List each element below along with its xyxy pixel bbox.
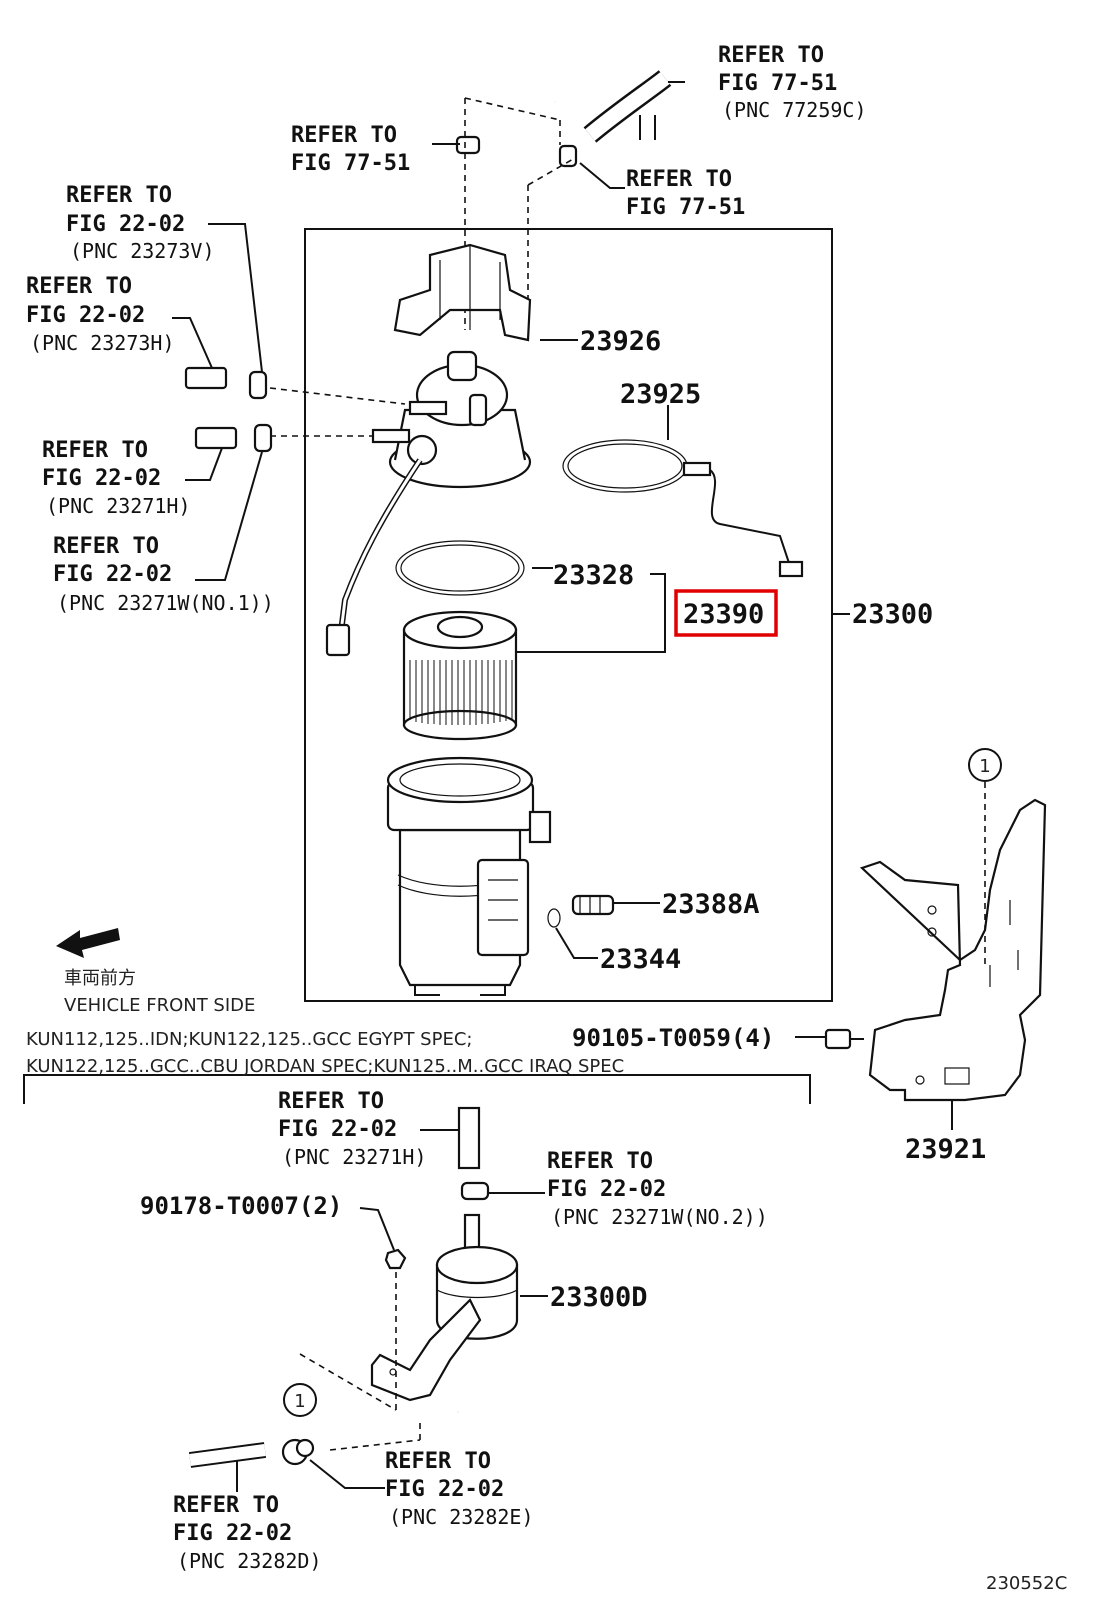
- filter-cover-23926-icon: [393, 243, 532, 342]
- svg-text:(PNC 23282E): (PNC 23282E): [389, 1505, 534, 1529]
- svg-text:FIG 22-02: FIG 22-02: [547, 1177, 666, 1202]
- bolt-90105-icon: [824, 1028, 864, 1050]
- lower-hose-23282d-icon: [188, 1442, 267, 1468]
- svg-text:FIG 77-51: FIG 77-51: [718, 71, 837, 96]
- part-number-23926: 23926: [580, 326, 661, 357]
- svg-text:FIG 22-02: FIG 22-02: [278, 1117, 397, 1142]
- part-number-23921: 23921: [905, 1134, 986, 1165]
- nut-90178-icon: [384, 1248, 407, 1270]
- ref-23273h: REFER TO FIG 22-02 (PNC 23273H): [26, 274, 175, 355]
- clamp-23282e-icon: [281, 1438, 315, 1466]
- drain-plug-23388a-icon: [571, 894, 615, 916]
- o-ring-23328-icon: [395, 540, 525, 596]
- part-number-90105: 90105-T0059(4): [572, 1024, 774, 1052]
- top-hose-icon: [546, 37, 672, 143]
- o-ring-23925-icon: [562, 439, 804, 578]
- bracket-23921-icon: [859, 798, 1047, 1102]
- highlight-box-23390: [674, 589, 778, 637]
- ref-23273v: REFER TO FIG 22-02 (PNC 23273V): [66, 183, 215, 263]
- svg-text:REFER TO: REFER TO: [26, 274, 132, 299]
- side-hose-fittings-icon: [184, 366, 273, 453]
- svg-text:FIG 77-51: FIG 77-51: [626, 195, 745, 220]
- diagram-id: 230552C: [986, 1573, 1067, 1594]
- svg-text:FIG 22-02: FIG 22-02: [42, 466, 161, 491]
- o-ring-23344-icon: [547, 908, 561, 928]
- spec-note-line1: KUN112,125..IDN;KUN122,125..GCC EGYPT SP…: [26, 1029, 472, 1050]
- ref-23271h-b: REFER TO FIG 22-02 (PNC 23271H): [278, 1089, 427, 1169]
- pipe-top-icon: [457, 1106, 481, 1170]
- clamp-23271w2-icon: [460, 1181, 490, 1201]
- filter-element-23390-icon: [402, 610, 518, 741]
- part-number-90178: 90178-T0007(2): [140, 1192, 342, 1220]
- svg-text:REFER TO: REFER TO: [626, 167, 732, 192]
- ref-77259c: REFER TO FIG 77-51 (PNC 77259C): [718, 43, 867, 122]
- svg-text:(PNC 23273H): (PNC 23273H): [30, 331, 175, 355]
- svg-text:(PNC 23273V): (PNC 23273V): [70, 239, 215, 263]
- svg-text:(PNC 23271H): (PNC 23271H): [46, 494, 191, 518]
- svg-text:FIG 22-02: FIG 22-02: [53, 562, 172, 587]
- filter-head-icon: [371, 350, 532, 489]
- svg-text:(PNC 23271W(NO.1)): (PNC 23271W(NO.1)): [57, 591, 274, 615]
- ref-77-51-a: REFER TO FIG 77-51: [291, 123, 410, 176]
- vehicle-front-english: VEHICLE FRONT SIDE: [64, 995, 255, 1016]
- part-number-23344: 23344: [600, 944, 681, 975]
- ref-77-51-b: REFER TO FIG 77-51: [626, 167, 745, 220]
- ref-23282d: REFER TO FIG 22-02 (PNC 23282D): [173, 1493, 322, 1573]
- svg-text:FIG 77-51: FIG 77-51: [291, 151, 410, 176]
- svg-text:(PNC 23271H): (PNC 23271H): [282, 1145, 427, 1169]
- part-number-23300d: 23300D: [550, 1282, 648, 1313]
- svg-text:REFER TO: REFER TO: [718, 43, 824, 68]
- vehicle-front-arrow-icon: [56, 928, 120, 958]
- svg-text:FIG 22-02: FIG 22-02: [66, 212, 185, 237]
- vehicle-front-japanese: 車両前方: [64, 968, 136, 989]
- part-number-23300: 23300: [852, 599, 933, 630]
- svg-text:(PNC 23282D): (PNC 23282D): [177, 1549, 322, 1573]
- svg-text:REFER TO: REFER TO: [385, 1449, 491, 1474]
- svg-text:FIG 22-02: FIG 22-02: [26, 303, 145, 328]
- svg-text:FIG 22-02: FIG 22-02: [173, 1521, 292, 1546]
- svg-text:FIG 22-02: FIG 22-02: [385, 1477, 504, 1502]
- svg-text:REFER TO: REFER TO: [278, 1089, 384, 1114]
- part-number-23388a: 23388A: [662, 889, 760, 920]
- ref-23271h: REFER TO FIG 22-02 (PNC 23271H): [42, 438, 191, 518]
- svg-text:REFER TO: REFER TO: [291, 123, 397, 148]
- callout-marker-1-bottom: 1: [283, 1383, 317, 1417]
- part-number-23328: 23328: [553, 560, 634, 591]
- callout-marker-1-top: 1: [968, 748, 1002, 782]
- hose-clamp-icon: [455, 135, 578, 168]
- svg-text:REFER TO: REFER TO: [66, 183, 172, 208]
- svg-text:REFER TO: REFER TO: [42, 438, 148, 463]
- svg-text:1: 1: [979, 756, 990, 777]
- svg-text:(PNC 77259C): (PNC 77259C): [722, 98, 867, 122]
- svg-text:REFER TO: REFER TO: [173, 1493, 279, 1518]
- part-number-23390: 23390: [683, 599, 764, 630]
- ref-23271w2: REFER TO FIG 22-02 (PNC 23271W(NO.2)): [547, 1149, 768, 1229]
- svg-text:(PNC 23271W(NO.2)): (PNC 23271W(NO.2)): [551, 1205, 768, 1229]
- svg-text:REFER TO: REFER TO: [53, 534, 159, 559]
- filter-bracket-icon: [370, 1298, 482, 1402]
- part-number-23925: 23925: [620, 379, 701, 410]
- svg-text:REFER TO: REFER TO: [547, 1149, 653, 1174]
- svg-text:1: 1: [294, 1391, 305, 1412]
- filter-bowl-icon: [386, 756, 552, 996]
- sensor-connector-icon: [325, 623, 351, 657]
- ref-23271w1: REFER TO FIG 22-02 (PNC 23271W(NO.1)): [53, 534, 274, 615]
- spec-note-line2: KUN122,125..GCC..CBU JORDAN SPEC;KUN125.…: [26, 1056, 624, 1077]
- ref-23282e: REFER TO FIG 22-02 (PNC 23282E): [385, 1449, 534, 1529]
